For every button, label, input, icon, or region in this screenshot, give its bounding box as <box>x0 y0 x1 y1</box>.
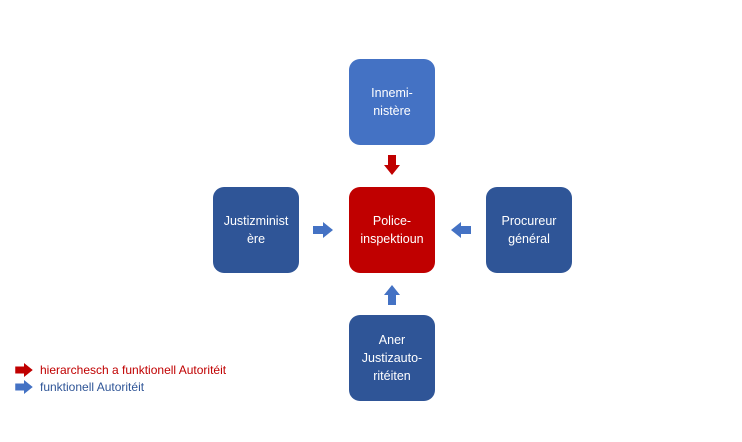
node-police-inspektioun: Police- inspektioun <box>349 187 435 273</box>
blue-right-arrow-icon <box>313 222 333 238</box>
node-innenministere: Innemi- nistère <box>349 59 435 145</box>
blue-left-arrow-icon <box>451 222 471 238</box>
node-justizministere: Justizminist ère <box>213 187 299 273</box>
blue-right-arrow-icon <box>15 380 33 394</box>
legend-label-hierarchical: hierarchesch a funktionell Autoritéit <box>40 363 227 377</box>
legend-label-functional: funktionell Autoritéit <box>40 380 145 394</box>
blue-up-arrow-icon <box>384 285 400 305</box>
red-down-arrow-icon <box>384 155 400 175</box>
red-right-arrow-icon <box>15 363 33 377</box>
node-aner-justizautoriteiten: Aner Justizauto- ritéiten <box>349 315 435 401</box>
node-police-inspektioun-label: Police- inspektioun <box>360 214 424 246</box>
node-procureur-general: Procureur général <box>486 187 572 273</box>
node-innenministere-label: Innemi- nistère <box>371 86 413 118</box>
node-justizministere-label: Justizminist ère <box>223 214 289 246</box>
node-aner-justizautoriteiten-label: Aner Justizauto- ritéiten <box>361 333 423 383</box>
legend-item-functional: funktionell Autoritéit <box>14 380 144 394</box>
node-procureur-general-label: Procureur général <box>501 214 557 246</box>
legend-item-hierarchical: hierarchesch a funktionell Autoritéit <box>14 363 226 377</box>
